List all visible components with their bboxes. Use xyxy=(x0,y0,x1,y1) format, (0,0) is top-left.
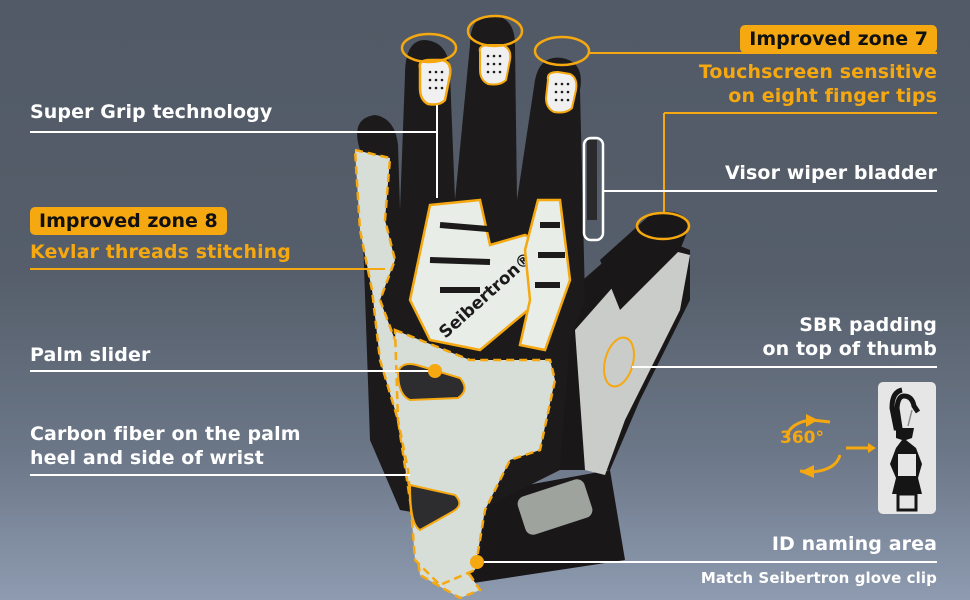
glove-clip-label: Match Seibertron glove clip xyxy=(700,569,937,587)
fingertip-marker xyxy=(466,14,524,48)
sbr-padding-label-line2: on top of thumb xyxy=(762,338,937,360)
glove-clip-image xyxy=(878,382,936,514)
sbr-padding-label-line1: SBR padding xyxy=(799,314,937,336)
zone8-badge: Improved zone 8 xyxy=(30,207,227,235)
visor-wiper-label: Visor wiper bladder xyxy=(724,162,937,184)
super-grip-label: Super Grip technology xyxy=(30,101,273,123)
glove-icon: Seibertron® xyxy=(353,15,690,600)
carbon-fiber-label-line1: Carbon fiber on the palm xyxy=(30,423,301,445)
fingertip-marker xyxy=(533,35,591,67)
rotation-label: 360° xyxy=(780,428,824,448)
id-naming-label: ID naming area xyxy=(771,533,937,555)
zone7-badge: Improved zone 7 xyxy=(740,25,937,53)
touchscreen-label-line2: on eight finger tips xyxy=(728,85,937,107)
palm-slider-label: Palm slider xyxy=(30,344,151,366)
glove-clip-icon xyxy=(889,387,922,512)
kevlar-stitching-label: Kevlar threads stitching xyxy=(30,241,292,263)
rotation-360-icon xyxy=(784,414,876,478)
carbon-fiber-label-line2: heel and side of wrist xyxy=(30,447,264,469)
touchscreen-label-line1: Touchscreen sensitive xyxy=(698,61,937,83)
fingertip-marker xyxy=(400,32,458,64)
